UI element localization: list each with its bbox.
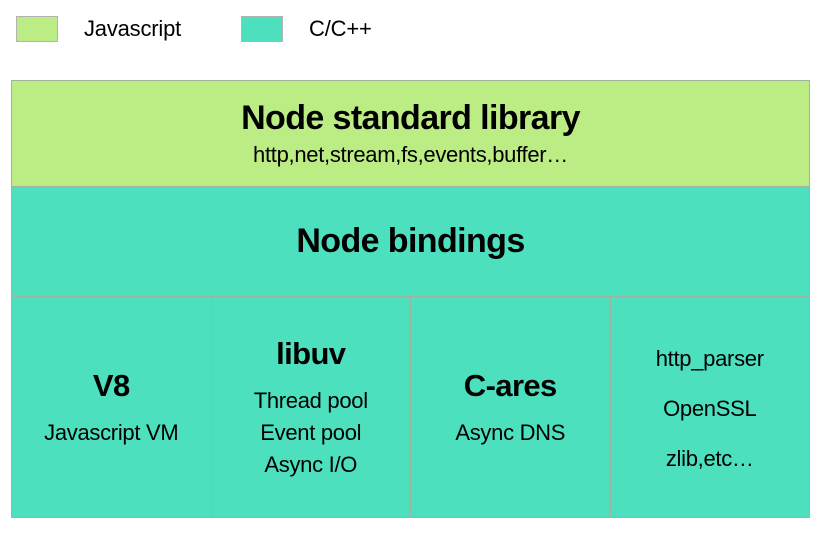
- dependency-line: Javascript VM: [44, 420, 179, 446]
- legend-swatch-c-cpp: [241, 16, 284, 42]
- dependency-column-libuv: libuv Thread pool Event pool Async I/O: [212, 297, 411, 517]
- legend: Javascript C/C++: [0, 0, 822, 58]
- dependency-column-v8: V8 Javascript VM: [12, 297, 212, 517]
- layer-node-standard-library: Node standard library http,net,stream,fs…: [12, 81, 809, 187]
- layer-node-bindings: Node bindings: [12, 187, 809, 297]
- layer-native-dependencies: V8 Javascript VM libuv Thread pool Event…: [12, 297, 809, 517]
- dependency-line: http_parser: [655, 346, 764, 371]
- legend-label-c-cpp: C/C++: [309, 16, 372, 41]
- dependency-title-libuv: libuv: [276, 336, 346, 372]
- dependency-line: zlib,etc…: [665, 446, 754, 471]
- dependency-title-c-ares: C-ares: [463, 368, 558, 403]
- dependency-line: Thread pool: [253, 388, 368, 414]
- layer-title-node-standard-library: Node standard library: [241, 98, 580, 137]
- dependency-line: Async DNS: [455, 420, 566, 446]
- legend-label-javascript: Javascript: [84, 16, 182, 41]
- dependency-line: Event pool: [260, 420, 362, 446]
- layer-title-node-bindings: Node bindings: [296, 221, 525, 260]
- dependency-column-misc: http_parser OpenSSL zlib,etc…: [611, 297, 810, 517]
- dependency-title-v8: V8: [92, 368, 130, 403]
- legend-item-c-cpp: C/C++: [241, 16, 372, 42]
- dependency-column-c-ares: C-ares Async DNS: [411, 297, 611, 517]
- legend-swatch-javascript: [16, 16, 58, 42]
- dependency-line: OpenSSL: [663, 396, 757, 421]
- dependency-line: Async I/O: [264, 451, 358, 477]
- node-architecture-diagram: Node standard library http,net,stream,fs…: [11, 80, 810, 518]
- legend-item-javascript: Javascript: [16, 16, 181, 42]
- layer-subtitle-node-standard-library: http,net,stream,fs,events,buffer…: [253, 141, 568, 167]
